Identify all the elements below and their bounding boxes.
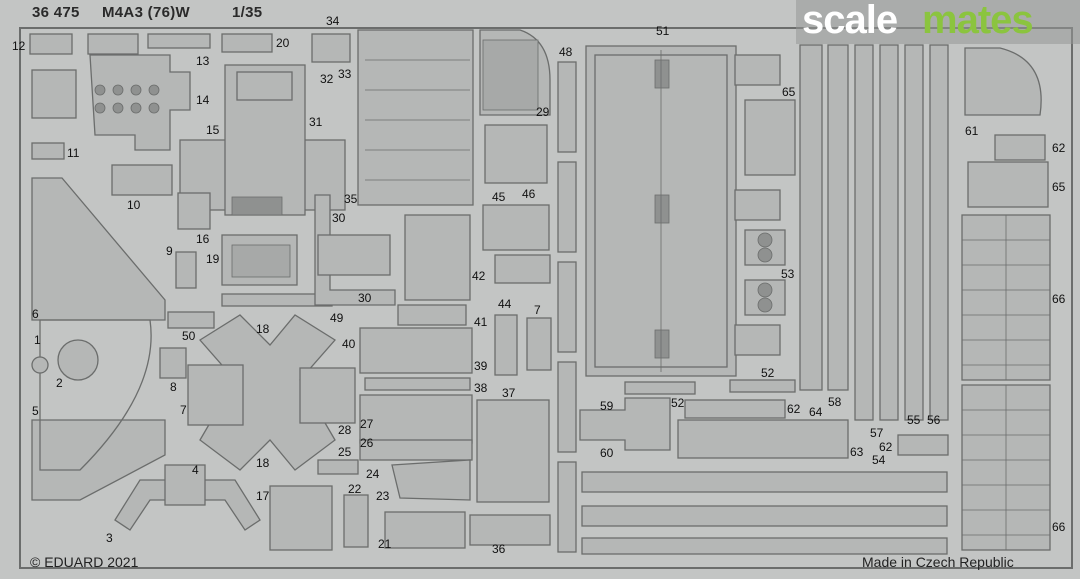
part-number-26: 26 (360, 436, 374, 450)
part-number-15: 15 (206, 123, 220, 137)
part-number-29: 29 (536, 105, 550, 119)
part-number-4: 4 (192, 463, 199, 477)
part-number-30: 30 (358, 291, 372, 305)
part-number-35: 35 (344, 192, 358, 206)
part-number-54: 54 (872, 453, 886, 467)
part-number-64: 64 (809, 405, 823, 419)
scale-label: 1/35 (232, 4, 263, 21)
watermark-part2: mates (922, 0, 1034, 42)
part-number-18: 18 (256, 322, 270, 336)
part-number-61: 61 (965, 124, 979, 138)
part-number-7: 7 (534, 303, 541, 317)
part-number-52: 52 (761, 366, 775, 380)
part-number-32: 32 (320, 72, 334, 86)
scalemates-watermark: scale mates (796, 0, 1080, 44)
part-number-9: 9 (166, 244, 173, 258)
part-number-1: 1 (34, 333, 41, 347)
part-number-55: 55 (907, 413, 921, 427)
part-number-58: 58 (828, 395, 842, 409)
part-number-41: 41 (474, 315, 488, 329)
part-number-62: 62 (1052, 141, 1066, 155)
part-number-63: 63 (850, 445, 864, 459)
part-number-16: 16 (196, 232, 210, 246)
part-number-66: 66 (1052, 520, 1066, 534)
part-number-5: 5 (32, 404, 39, 418)
part-number-20: 20 (276, 36, 290, 50)
part-number-21: 21 (378, 537, 392, 551)
part-number-46: 46 (522, 187, 536, 201)
part-number-40: 40 (342, 337, 356, 351)
part-number-56: 56 (927, 413, 941, 427)
part-number-45: 45 (492, 190, 506, 204)
part-number-27: 27 (360, 417, 374, 431)
part-number-44: 44 (498, 297, 512, 311)
copyright: © EDUARD 2021 (30, 554, 139, 570)
part-number-49: 49 (330, 311, 344, 325)
part-number-60: 60 (600, 446, 614, 460)
part-number-39: 39 (474, 359, 488, 373)
part-number-23: 23 (376, 489, 390, 503)
part-number-52: 52 (671, 396, 685, 410)
part-number-62: 62 (879, 440, 893, 454)
part-number-38: 38 (474, 381, 488, 395)
part-number-10: 10 (127, 198, 141, 212)
part-number-36: 36 (492, 542, 506, 556)
part-number-8: 8 (170, 380, 177, 394)
part-number-65: 65 (1052, 180, 1066, 194)
part-number-25: 25 (338, 445, 352, 459)
part-number-48: 48 (559, 45, 573, 59)
part-number-17: 17 (256, 489, 270, 503)
part-number-57: 57 (870, 426, 884, 440)
part-number-7: 7 (180, 403, 187, 417)
part-number-51: 51 (656, 24, 670, 38)
part-number-65: 65 (782, 85, 796, 99)
part-number-3: 3 (106, 531, 113, 545)
part-number-19: 19 (206, 252, 220, 266)
model-name: M4A3 (76)W (102, 4, 191, 21)
part-number-28: 28 (338, 423, 352, 437)
catalog-code: 36 475 (32, 4, 80, 21)
part-number-37: 37 (502, 386, 516, 400)
part-number-53: 53 (781, 267, 795, 281)
part-number-59: 59 (600, 399, 614, 413)
part-number-24: 24 (366, 467, 380, 481)
part-number-11: 11 (67, 146, 80, 160)
part-number-12: 12 (12, 39, 26, 53)
part-number-33: 33 (338, 67, 352, 81)
part-number-66: 66 (1052, 292, 1066, 306)
part-number-6: 6 (32, 307, 39, 321)
origin-text: Made in Czech Republic (862, 554, 1014, 570)
part-number-62: 62 (787, 402, 801, 416)
part-number-30: 30 (332, 211, 346, 225)
part-number-14: 14 (196, 93, 210, 107)
part-number-42: 42 (472, 269, 486, 283)
part-number-2: 2 (56, 376, 63, 390)
part-number-22: 22 (348, 482, 362, 496)
part-number-50: 50 (182, 329, 196, 343)
part-number-31: 31 (309, 115, 323, 129)
watermark-part1: scale (802, 0, 898, 42)
part-number-18: 18 (256, 456, 270, 470)
part-number-34: 34 (326, 14, 340, 28)
part-number-13: 13 (196, 54, 210, 68)
